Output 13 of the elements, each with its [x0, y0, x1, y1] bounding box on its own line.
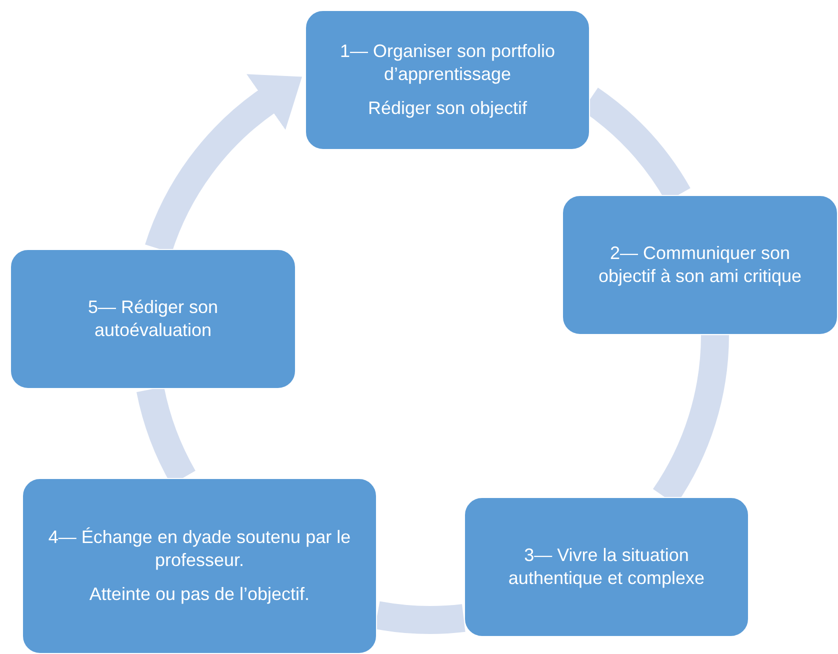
- step-text: 2— Communiquer son objectif à son ami critique: [597, 242, 803, 288]
- ring-segment: [375, 601, 465, 634]
- step-box: [562, 195, 838, 335]
- step-box: [22, 478, 377, 654]
- step-box: [305, 10, 590, 150]
- step-text: 1— Organiser son portfolio d’apprentissage: [338, 40, 556, 86]
- step-text: 5— Rédiger son autoévaluation: [86, 296, 220, 342]
- step-box: [464, 497, 749, 637]
- step-text: 4— Échange en dyade soutenu par le professeur.: [47, 526, 352, 572]
- step-box: [10, 249, 296, 389]
- step-text: Rédiger son objectif: [368, 96, 528, 120]
- step-text: Atteinte ou pas de l’objectif.: [89, 582, 310, 606]
- step-text: 3— Vivre la situation authentique et complexe: [507, 544, 706, 590]
